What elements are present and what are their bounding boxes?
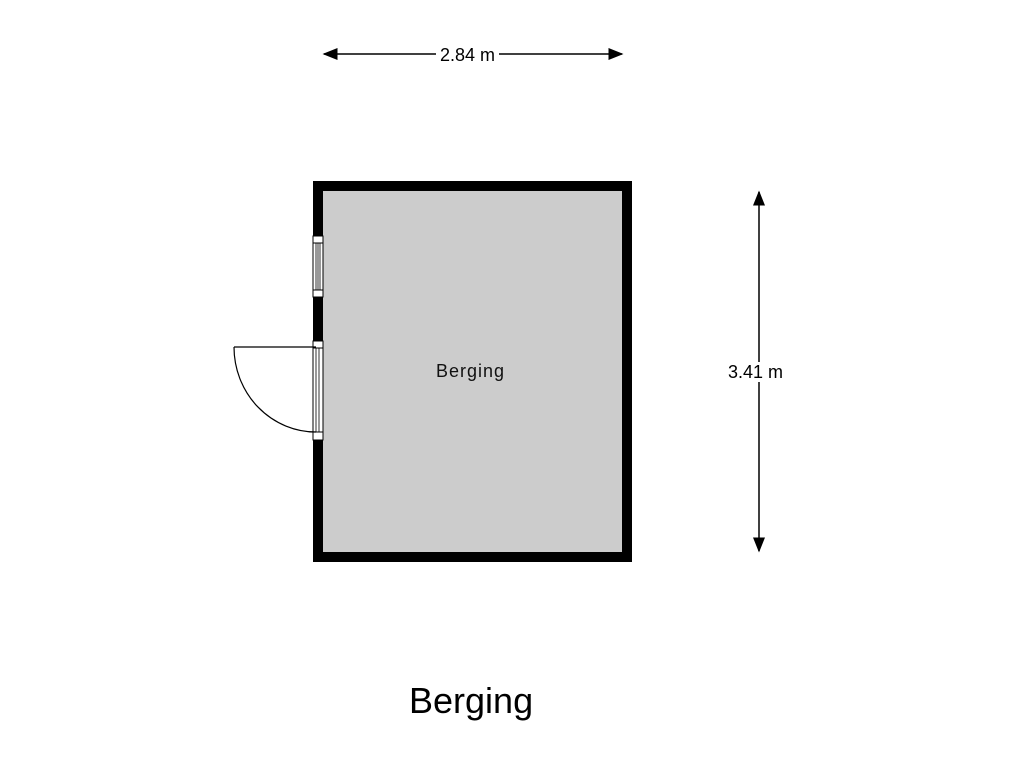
room-floor xyxy=(323,191,622,552)
room-label: Berging xyxy=(436,361,506,381)
window xyxy=(312,235,324,298)
width-dimension-label: 2.84 m xyxy=(436,45,500,65)
height-dimension-label: 3.41 m xyxy=(724,362,788,382)
door xyxy=(233,340,324,441)
plan-title: Berging xyxy=(409,680,534,721)
